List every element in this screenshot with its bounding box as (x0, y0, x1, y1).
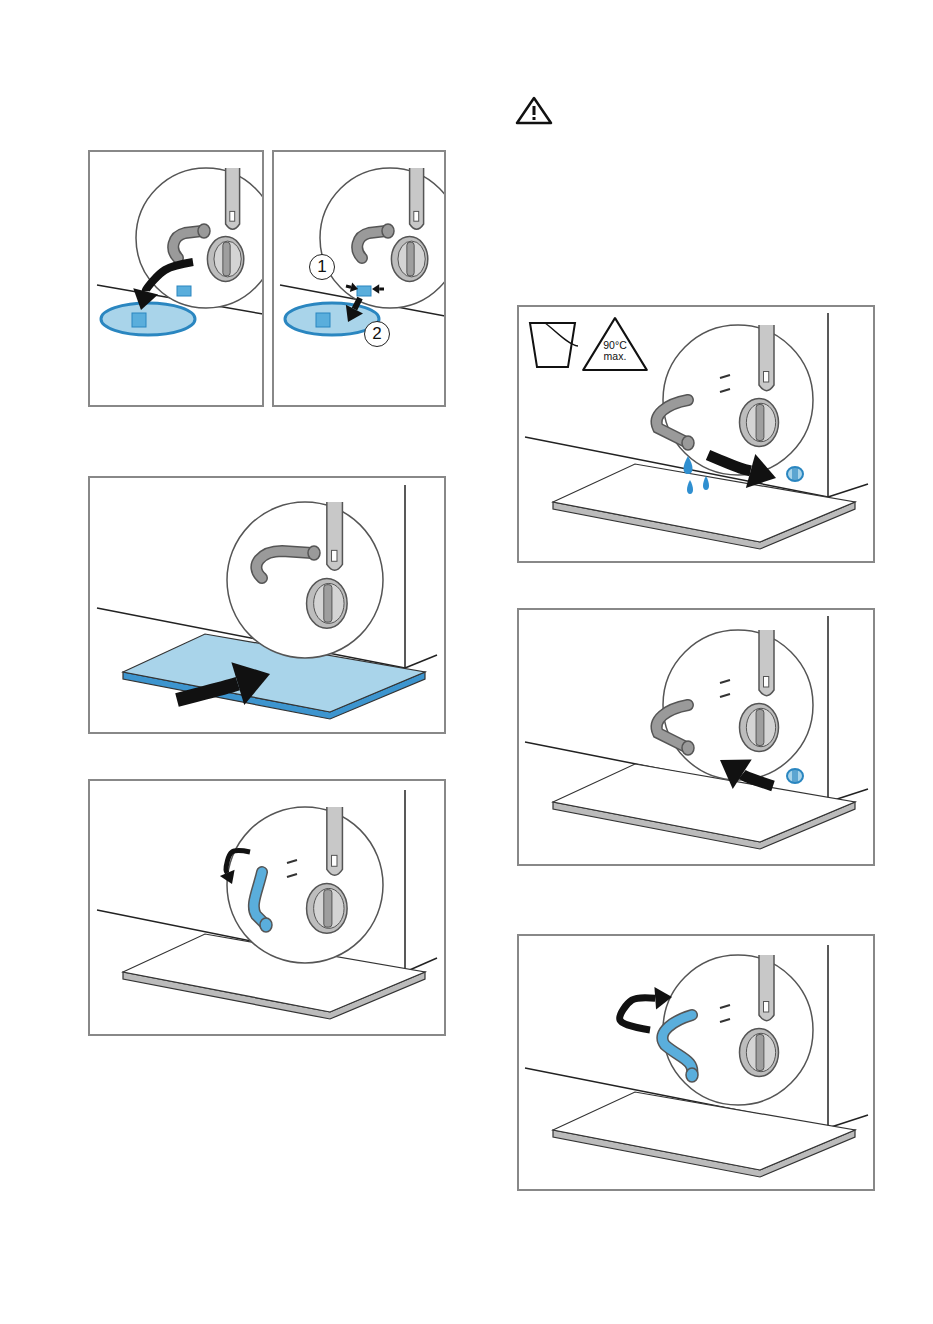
arrow-head (746, 454, 776, 488)
panel-frame (89, 780, 445, 1035)
panel-frame (89, 477, 445, 733)
motion-arrow (379, 288, 384, 291)
callout-text: 1 (317, 258, 326, 276)
motion-arrow (708, 455, 751, 471)
floor-line (827, 945, 829, 1128)
arrow-head (133, 288, 158, 310)
step-panel (89, 780, 445, 1035)
drain-hose (357, 231, 386, 258)
motion-arrow (146, 262, 193, 291)
arrow-head (346, 305, 363, 322)
motion-arrow (226, 851, 250, 873)
magnifier (227, 807, 383, 963)
drain-hose (657, 705, 688, 748)
callout-text: 2 (372, 325, 381, 343)
hose-plug (382, 224, 394, 238)
floor-line (405, 655, 437, 668)
hose-plug (686, 1068, 698, 1082)
hose-plug (308, 546, 320, 560)
motion-arrow (354, 298, 360, 309)
floor-line (404, 790, 406, 972)
temperature-warning-triangle: 90°C max. (581, 316, 649, 372)
step-panel (89, 151, 276, 406)
collecting-tray (553, 464, 855, 542)
drain-hose (256, 551, 312, 578)
drain-hose (173, 231, 202, 258)
motion-arrow (620, 998, 656, 1030)
bucket-icon (522, 314, 580, 374)
step-panel (518, 306, 874, 562)
arrow-head (350, 283, 358, 292)
collecting-tray (553, 764, 855, 842)
drain-hose (662, 1015, 692, 1075)
floor-line (827, 313, 829, 497)
service-flap (101, 303, 195, 335)
panel-frame (518, 306, 874, 562)
magnifier (227, 502, 383, 658)
motion-arrow (346, 286, 351, 287)
arrow-head (654, 987, 672, 1009)
panel-frame (89, 151, 263, 406)
step-panel (273, 151, 460, 406)
hose-plug (787, 769, 803, 783)
step-panel (518, 935, 874, 1190)
floor-line (828, 484, 868, 497)
floor-line (827, 616, 829, 802)
hose-plug (260, 918, 272, 932)
temperature-label: 90°C max. (600, 340, 630, 362)
hose-plug (198, 224, 210, 238)
water-drop (684, 456, 693, 474)
step-panel (89, 477, 445, 733)
callout-number: 1 (309, 254, 335, 280)
hose-plug (682, 436, 694, 450)
motion-arrow (742, 774, 773, 786)
callout-number: 2 (364, 321, 390, 347)
hose-plug (787, 467, 803, 481)
panel-frame (518, 609, 874, 865)
magnifier (320, 168, 445, 308)
arrow-head (372, 284, 379, 294)
hose-plug (682, 741, 694, 755)
arrow-head (720, 759, 752, 789)
motion-arrow (177, 684, 238, 700)
floor-line (404, 485, 406, 668)
drain-hose (254, 872, 266, 925)
panel-frame (518, 935, 874, 1190)
magnifier (663, 955, 813, 1105)
step-panel (518, 609, 874, 865)
arrow-head (220, 870, 235, 884)
arrow-head (231, 662, 270, 705)
magnifier (136, 168, 263, 308)
panel-frame (273, 151, 445, 406)
warning-symbol (517, 98, 551, 123)
collecting-tray (553, 1092, 855, 1170)
drain-hose (657, 400, 688, 443)
